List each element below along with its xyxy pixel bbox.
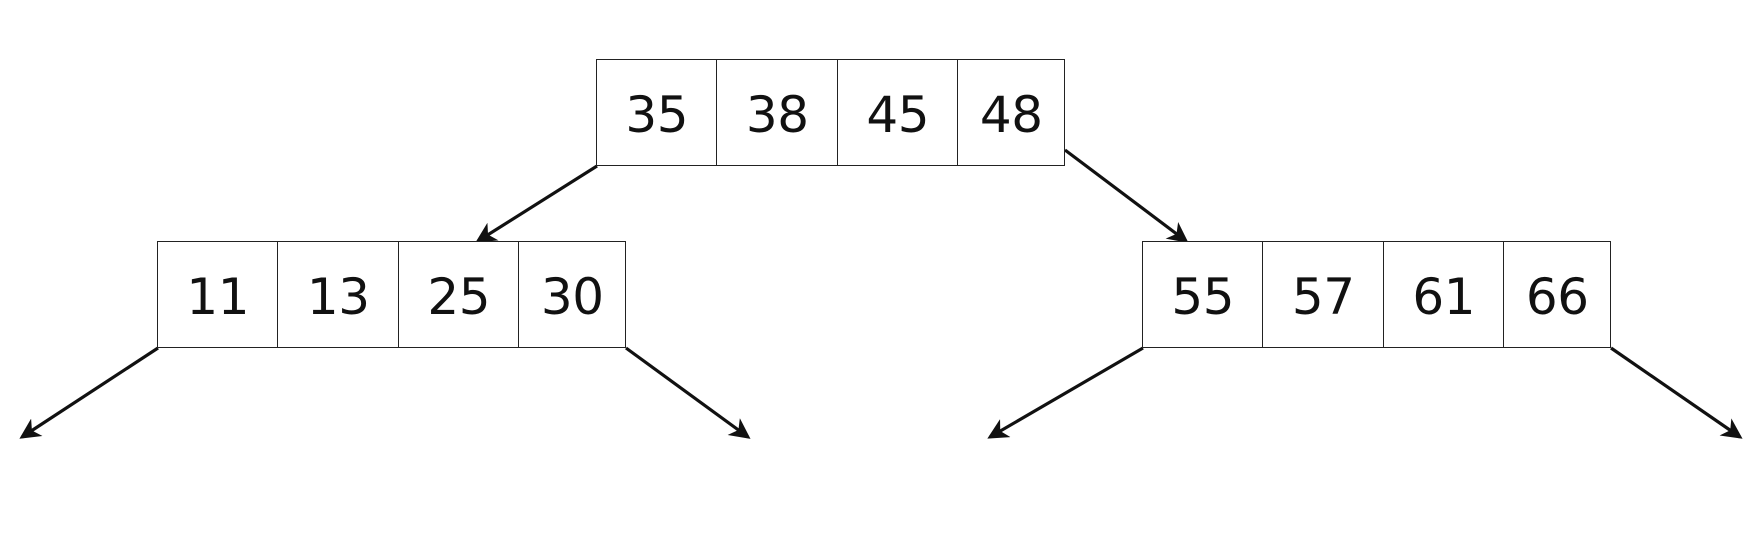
- root-key-2: 38: [717, 60, 838, 165]
- root-key-1: 35: [597, 60, 718, 165]
- root-node: 35 38 45 48: [596, 59, 1065, 166]
- right-child-key-2: 57: [1263, 242, 1384, 347]
- right-child-key-3: 61: [1384, 242, 1505, 347]
- edge-left-child-outgoing-right: [625, 346, 751, 439]
- edge-right-child-outgoing-left: [987, 346, 1144, 439]
- root-key-4: 48: [979, 85, 1043, 144]
- right-child-key-1: 55: [1143, 242, 1264, 347]
- edge-left-child-outgoing-left: [19, 346, 159, 439]
- edge-root-to-right: [1064, 148, 1189, 243]
- root-key-3: 45: [838, 60, 959, 165]
- edge-right-child-outgoing-right: [1610, 346, 1743, 439]
- edge-root-to-left: [475, 164, 598, 243]
- right-child-key-4: 66: [1525, 267, 1589, 326]
- left-child-key-3: 25: [399, 242, 520, 347]
- left-child-node: 11 13 25 30: [157, 241, 626, 348]
- left-child-key-1: 11: [158, 242, 279, 347]
- right-child-node: 55 57 61 66: [1142, 241, 1611, 348]
- left-child-key-4: 30: [540, 267, 604, 326]
- left-child-key-2: 13: [278, 242, 399, 347]
